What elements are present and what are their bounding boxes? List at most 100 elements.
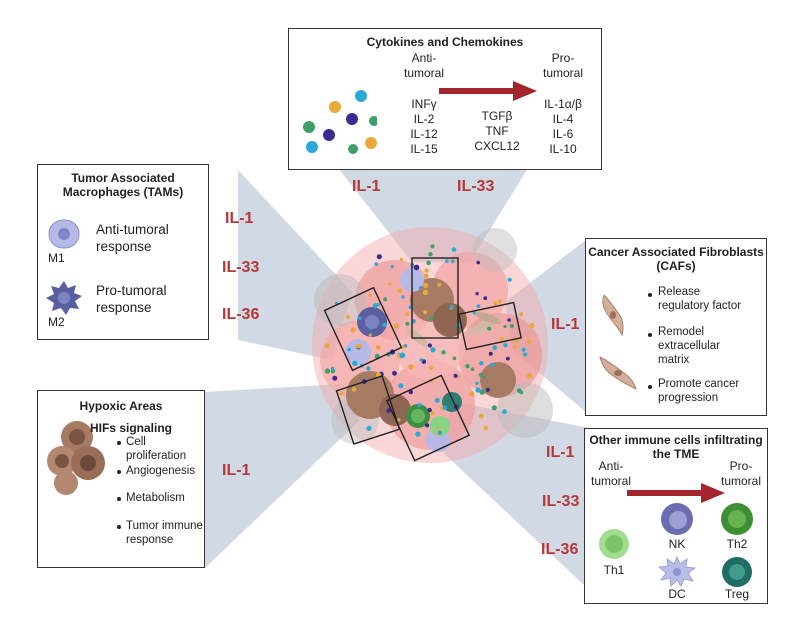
wedge-right-caf: [505, 240, 586, 412]
cytokine-dot: [355, 344, 361, 349]
cytokine-dot: [397, 418, 401, 422]
bullet-dot: [648, 333, 652, 337]
immune-cell-dc: DC: [668, 587, 686, 601]
cytokine-dot: [376, 254, 382, 260]
frame-top: [411, 257, 459, 339]
bullet-dot: [648, 385, 652, 389]
caf-item-1: Release regulatory factor: [658, 286, 742, 312]
immune-cell-th1: Th1: [603, 563, 625, 577]
cytokines-anti-label: Anti- tumoral: [403, 51, 444, 80]
frame-caf: [458, 301, 522, 351]
cytokine-dot: [497, 299, 502, 304]
hypoxic-item-2: Angiogenesis: [126, 465, 196, 477]
cytokine-dot: [368, 326, 373, 330]
cytokine-dot: [430, 411, 435, 416]
bullet-dot: [117, 525, 121, 529]
m1-macrophage-icon: [48, 219, 80, 249]
cytokine-dot: [423, 273, 429, 279]
cytokine-dot: [445, 259, 449, 263]
immune-title: Other immune cells infiltrating the TME: [589, 433, 763, 461]
cytokine-dot: [519, 390, 524, 395]
cytokine-dot: [375, 345, 381, 350]
cytokine-molecules-icon: [303, 90, 377, 154]
tam-title: Tumor Associated Macrophages (TAMs): [62, 171, 184, 199]
cytokine-dot: [442, 405, 448, 411]
cytokine-dot: [450, 259, 455, 264]
cytokine-dot: [324, 343, 330, 349]
frame-tam: [323, 286, 403, 372]
cytokine-dot: [437, 282, 442, 287]
cytokine-dot: [324, 368, 331, 374]
cytokine-dot: [413, 264, 420, 271]
hypoxic-title: Hypoxic Areas: [79, 399, 163, 413]
cytokine-dot: [330, 366, 335, 371]
cytokine-dot: [424, 268, 429, 273]
il-caf-1: IL-1: [551, 316, 580, 333]
cytokine-dot: [485, 387, 490, 392]
cytokine-dot: [415, 431, 421, 437]
hypoxic-cells-icon: [47, 421, 105, 495]
cytokines-arrow: [439, 81, 537, 101]
cytokine-dot: [475, 387, 481, 393]
cytokine-dot: [392, 370, 397, 376]
treg-cell-icon: [722, 557, 752, 587]
cytokine-dot: [417, 403, 422, 408]
cytokines-middle-list: TGFβ TNF CXCL12: [474, 109, 520, 153]
il-tam-1: IL-1: [225, 210, 254, 227]
cytokine-dot: [434, 397, 440, 403]
cytokine-dot: [450, 305, 454, 310]
cytokine-dot: [476, 304, 481, 308]
cytokine-dot: [332, 375, 338, 381]
il-tam-3: IL-36: [222, 306, 260, 323]
cytokine-dot: [345, 314, 350, 320]
cytokines-pro-label: Pro- tumoral: [542, 51, 583, 80]
cytokine-dot: [372, 303, 378, 309]
cytokine-dot: [493, 301, 498, 306]
cytokine-dot: [427, 343, 432, 348]
fibroblast-icon-2: [599, 356, 637, 390]
immune-panel: Other immune cells infiltrating the TME …: [584, 428, 768, 604]
cytokine-dot: [430, 347, 436, 353]
il-immune-2: IL-33: [542, 493, 580, 510]
frame-hypoxic: [335, 375, 401, 445]
cytokine-dot: [366, 425, 372, 431]
cytokine-dot: [475, 291, 479, 296]
cytokine-dot: [405, 312, 410, 316]
cytokine-dot: [358, 316, 362, 321]
cytokines-pro-list: IL-1α/β IL-4 IL-6 IL-10: [544, 97, 582, 156]
dc-cell-icon: [658, 555, 697, 587]
cytokine-dot: [397, 288, 403, 294]
cytokine-dot: [499, 336, 504, 341]
cytokine-dot: [368, 333, 372, 337]
hypoxic-item-3: Metabolism: [126, 492, 185, 504]
caf-item-3: Promote cancer progression: [658, 378, 740, 404]
cytokine-dot: [526, 373, 533, 379]
bullet-dot: [117, 470, 121, 474]
cytokine-dot: [479, 361, 484, 366]
tam-pro-response: Pro-tumoral response: [96, 283, 167, 315]
cytokine-dot: [438, 430, 442, 435]
cytokine-dot: [351, 386, 357, 392]
tam-anti-response: Anti-tumoral response: [96, 222, 169, 254]
m2-macrophage-icon: [46, 281, 82, 315]
cytokine-dot: [491, 405, 497, 411]
cytokine-dot: [418, 286, 422, 290]
cytokine-dot: [405, 321, 410, 326]
cytokine-dot: [347, 347, 351, 352]
cytokine-dot: [470, 367, 475, 372]
cytokine-dot: [423, 310, 428, 315]
cytokine-dot: [523, 352, 528, 357]
cytokine-dot: [509, 323, 514, 328]
caf-item-2: Remodel extracellular matrix: [658, 326, 720, 366]
cytokine-dot: [472, 311, 476, 315]
cytokine-dot: [465, 363, 470, 369]
cytokine-dot: [419, 358, 423, 362]
cytokine-dot: [425, 423, 430, 428]
cytokine-dot: [457, 374, 461, 379]
hypoxic-panel: Hypoxic Areas HIFs signaling Cell prolif…: [37, 390, 205, 568]
tam-panel: Tumor Associated Macrophages (TAMs) M1 A…: [37, 164, 209, 340]
cytokine-dot: [526, 339, 532, 345]
cytokine-dot: [479, 389, 485, 395]
tam-m1-label: M1: [48, 251, 65, 265]
cytokine-dot: [368, 293, 372, 298]
